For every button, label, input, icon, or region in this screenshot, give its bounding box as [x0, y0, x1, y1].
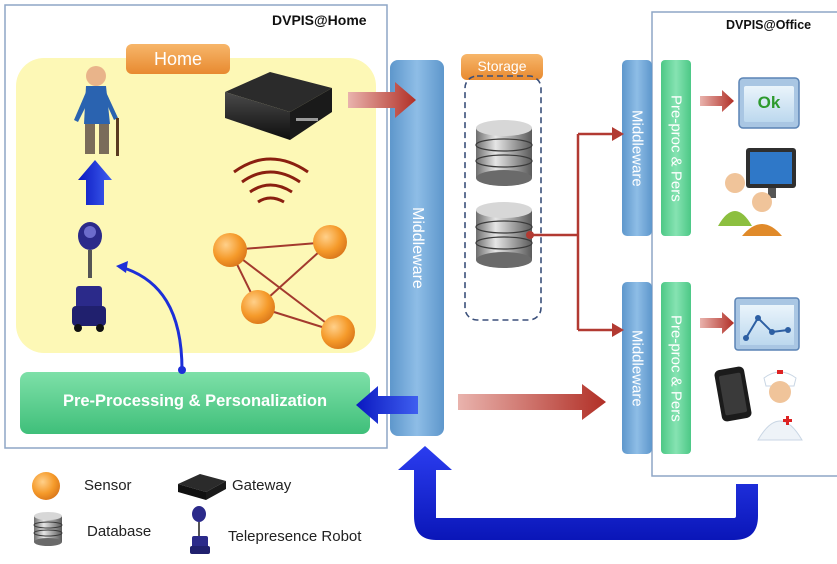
storage-to-office-connector: [530, 132, 612, 332]
chart-window-icon: [734, 297, 800, 351]
database-icon-bottom: [475, 202, 533, 268]
connector-arrowhead-icon: [612, 323, 624, 337]
office-panel-title: DVPIS@Office: [726, 18, 812, 32]
up-arrow-icon: [78, 160, 112, 205]
connector-arrowhead-icon: [612, 127, 624, 141]
middleware-office-bottom-bar: [622, 282, 652, 454]
sensor-network: [213, 225, 355, 349]
middleware-office-bottom-label: Middleware: [628, 329, 646, 407]
middleware-office-top-label: Middleware: [628, 109, 646, 187]
storage-tag-label: Storage: [477, 58, 527, 74]
sensor-node-icon: [313, 225, 347, 259]
connector-dot: [526, 231, 534, 239]
legend-database-icon: [33, 512, 63, 546]
office-bottom-arrow: [700, 312, 734, 334]
office-to-home-return-arrow: [398, 446, 758, 540]
legend-sensor-label: Sensor: [84, 477, 132, 494]
preproc-office-top-label: Pre-proc & Pers: [667, 94, 685, 202]
legend-sensor-icon: [32, 472, 60, 500]
preproc-office-bottom-bar: [661, 282, 691, 454]
sensor-node-icon: [321, 315, 355, 349]
storage-tag: [461, 54, 543, 80]
legend-gateway-icon: [178, 474, 226, 500]
home-tag: [126, 44, 230, 74]
middleware-to-preprocessing-arrow: [356, 386, 418, 424]
sensor-node-icon: [241, 290, 275, 324]
office-users-icon: [718, 148, 796, 236]
ok-window-icon: [738, 77, 800, 129]
feedback-curve-arrow: [123, 266, 184, 371]
home-tag-label: Home: [153, 49, 202, 69]
preprocessing-bar: [20, 372, 370, 434]
database-icon-top: [475, 120, 533, 186]
preproc-office-bottom-label: Pre-proc & Pers: [667, 314, 685, 422]
preproc-office-top-bar: [661, 60, 691, 236]
smartphone-icon: [714, 366, 752, 422]
legend-telepresence-robot-label: Telepresence Robot: [228, 528, 362, 545]
gateway-icon: [225, 72, 332, 140]
feedback-arrowhead-icon: [116, 261, 128, 273]
storage-box: [464, 75, 542, 321]
sensor-node-icon: [213, 233, 247, 267]
preprocessing-label: Pre-Processing & Personalization: [62, 392, 328, 410]
middleware-main-bar: [390, 60, 444, 436]
middleware-to-office-arrow: [458, 384, 606, 420]
telepresence-robot-icon: [72, 222, 106, 332]
ok-label: Ok: [757, 93, 781, 112]
gateway-to-middleware-arrow: [348, 82, 416, 118]
middleware-main-label: Middleware: [409, 207, 426, 289]
legend-telepresence-robot-icon: [190, 506, 210, 554]
middleware-office-top-bar: [622, 60, 652, 236]
wireless-signal-icon: [233, 157, 309, 204]
home-panel-title: DVPIS@Home: [272, 12, 367, 28]
elderly-person-icon: [74, 66, 119, 156]
nurse-icon: [757, 370, 803, 441]
office-top-arrow: [700, 90, 734, 112]
legend-gateway-label: Gateway: [232, 477, 292, 494]
legend-database-label: Database: [87, 523, 152, 540]
feedback-origin-dot: [178, 366, 186, 374]
